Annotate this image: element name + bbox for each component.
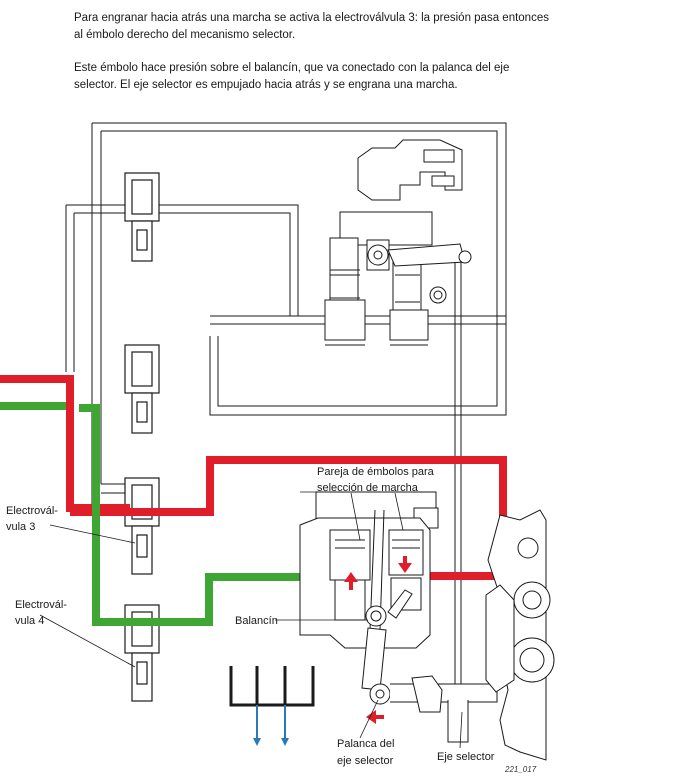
- label-palanca-line1: Palanca del: [337, 738, 395, 750]
- gearbox-housing: [485, 509, 555, 761]
- valve-3: [124, 477, 160, 575]
- label-eje-selector: Eje selector: [437, 751, 495, 763]
- label-pareja-embolos-line2: selección de marcha: [317, 482, 419, 494]
- label-palanca-line2: eje selector: [337, 755, 394, 767]
- label-pareja-embolos-line1: Pareja de émbolos para: [317, 466, 435, 478]
- intro-paragraph-2: Este émbolo hace presión sobre el balanc…: [74, 62, 510, 91]
- arrow-up-icon: [344, 572, 358, 590]
- label-electrovalvula-3-line2: vula 3: [6, 521, 35, 533]
- label-electrovalvula-4-line1: Electrovál-: [15, 599, 67, 611]
- upper-selector-mechanism: [324, 139, 472, 346]
- lower-selector-mechanism: [299, 491, 498, 743]
- valve-2: [124, 344, 160, 434]
- valve-1: [124, 172, 160, 262]
- label-balancin: Balancín: [235, 615, 278, 627]
- arrow-down-icon: [398, 556, 412, 573]
- label-electrovalvula-3-line1: Electrovál-: [6, 505, 58, 517]
- leader-lines: [39, 491, 463, 749]
- label-electrovalvula-4-line2: vula 4: [15, 615, 44, 627]
- intro-paragraph-1: Para engranar hacia atrás una marcha se …: [74, 12, 549, 41]
- figure-id: 221_017: [504, 765, 537, 774]
- arrow-left-icon: [366, 710, 384, 724]
- movement-arrows: [344, 556, 412, 724]
- labels: Electrovál- vula 3 Electrovál- vula 4 Pa…: [6, 466, 537, 774]
- return-line: [0, 402, 340, 626]
- oil-drain: [229, 666, 315, 746]
- solenoid-valves: [124, 172, 160, 702]
